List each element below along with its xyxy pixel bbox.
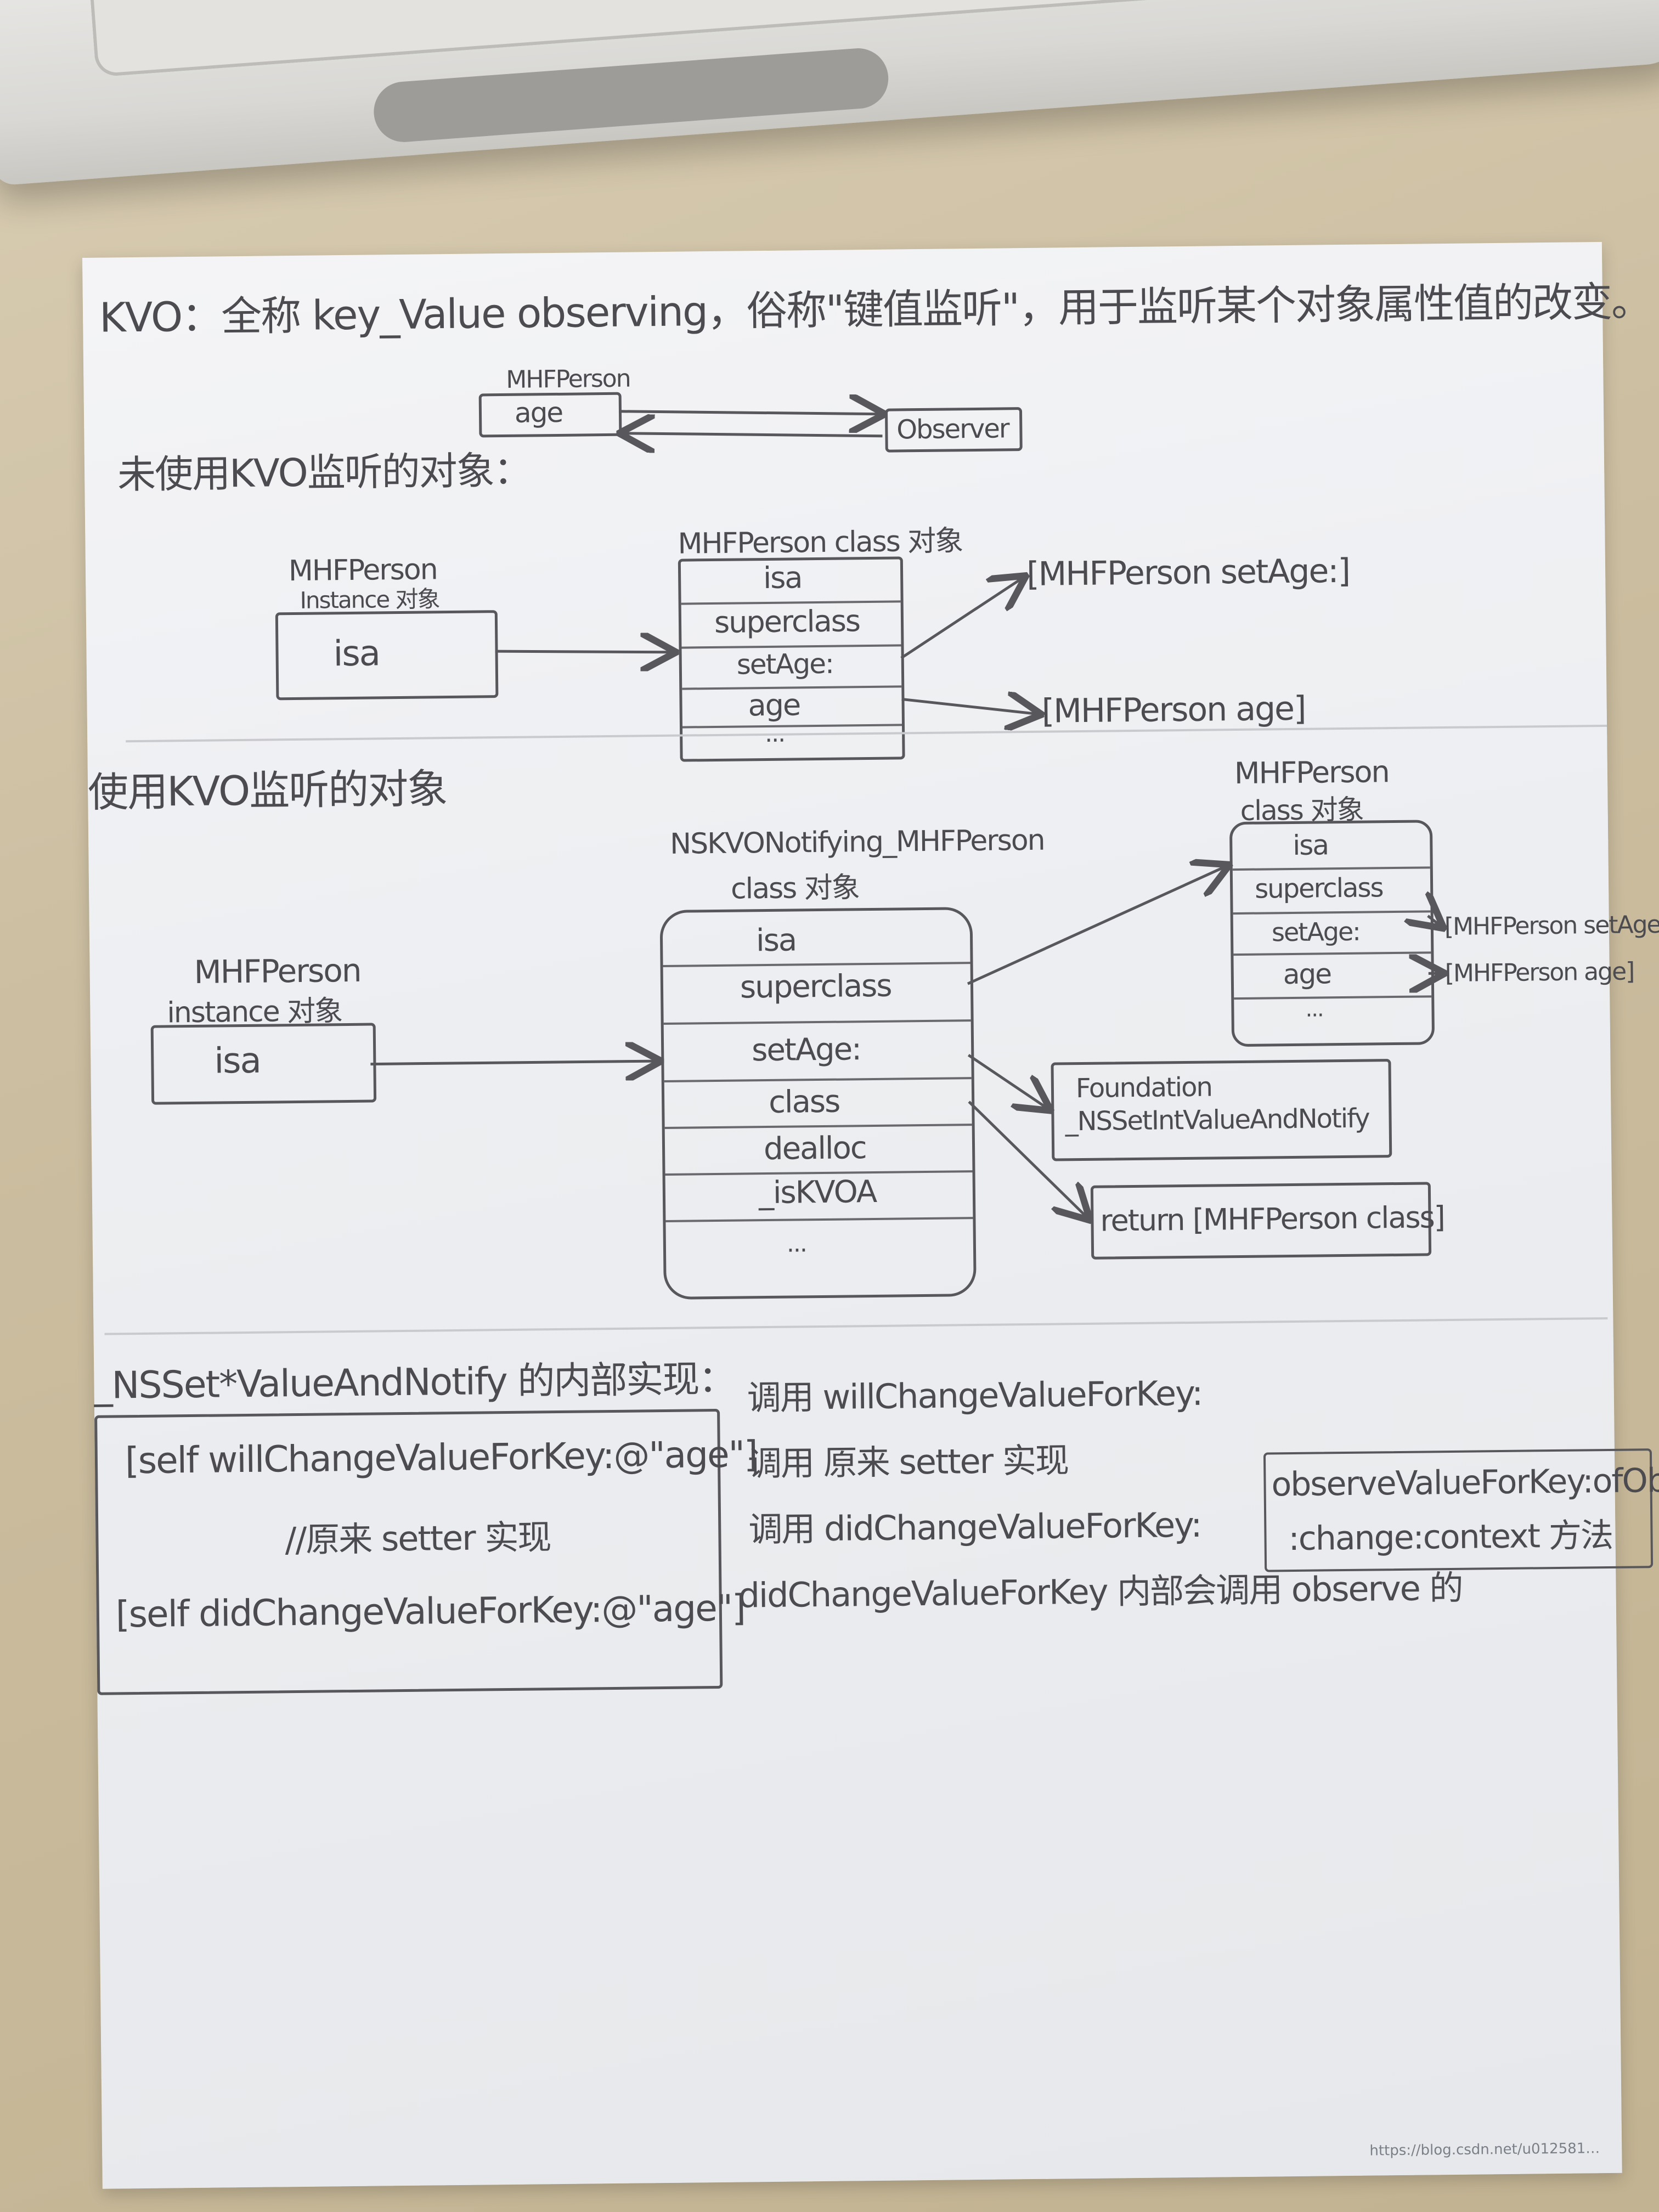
paper-sheet: KVO：全称 key_Value observing，俗称"键值监听"，用于监听… — [82, 241, 1659, 2189]
arrow-setage-to-foundation — [967, 1054, 1048, 1110]
csdn-watermark: https://blog.csdn.net/u012581… — [1369, 2140, 1600, 2159]
arrow-class-to-return — [968, 1101, 1088, 1220]
arrow-person-setage-to-target — [1428, 916, 1442, 927]
arrow-instance-to-class — [495, 650, 674, 654]
arrow-observer-to-age — [622, 431, 883, 439]
arrow-layer — [370, 242, 1616, 1575]
arrow-setage-to-method — [900, 577, 1025, 659]
arrow-isa-to-notifying — [370, 1061, 658, 1064]
arrow-superclass-to-person-class — [967, 866, 1228, 985]
arrow-age-to-method — [901, 698, 1039, 716]
impl-code-line-3: [self didChangeValueForKey:@"age"] — [115, 1587, 746, 1636]
arrow-age-to-observer — [618, 409, 882, 417]
